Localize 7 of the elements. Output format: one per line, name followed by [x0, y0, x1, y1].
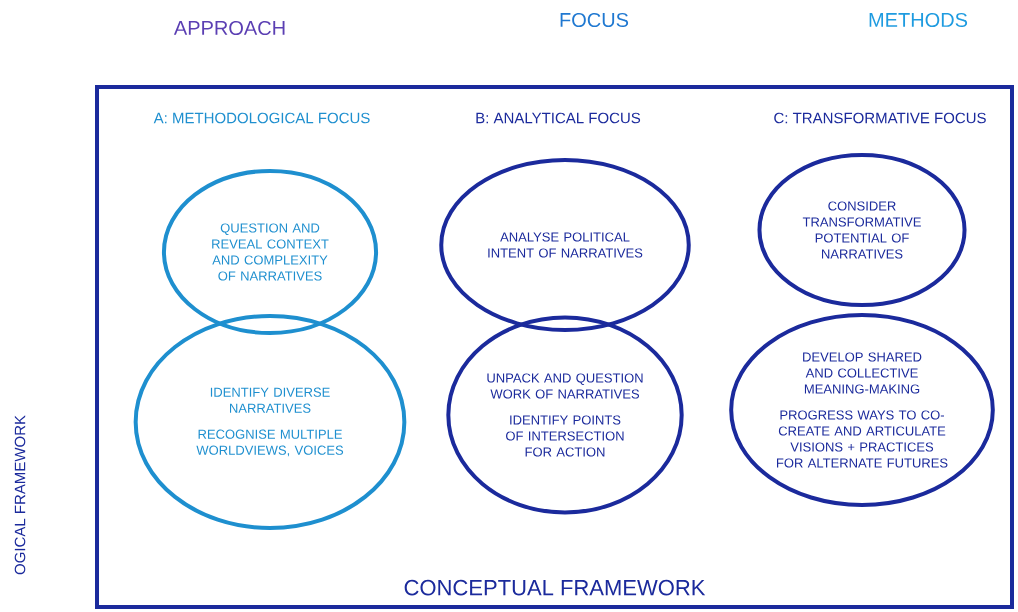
heading: APPROACH: [173, 20, 285, 36]
heading: OGICAL FRAMEWORK: [14, 415, 26, 575]
heading: B: ANALYTICAL FOCUS: [476, 112, 641, 124]
heading: A: METHODOLOGICAL FOCUS: [153, 112, 370, 124]
heading: FOCUS: [560, 12, 629, 28]
heading: METHODS: [869, 12, 968, 28]
heading: C: TRANSFORMATIVE FOCUS: [774, 112, 986, 124]
